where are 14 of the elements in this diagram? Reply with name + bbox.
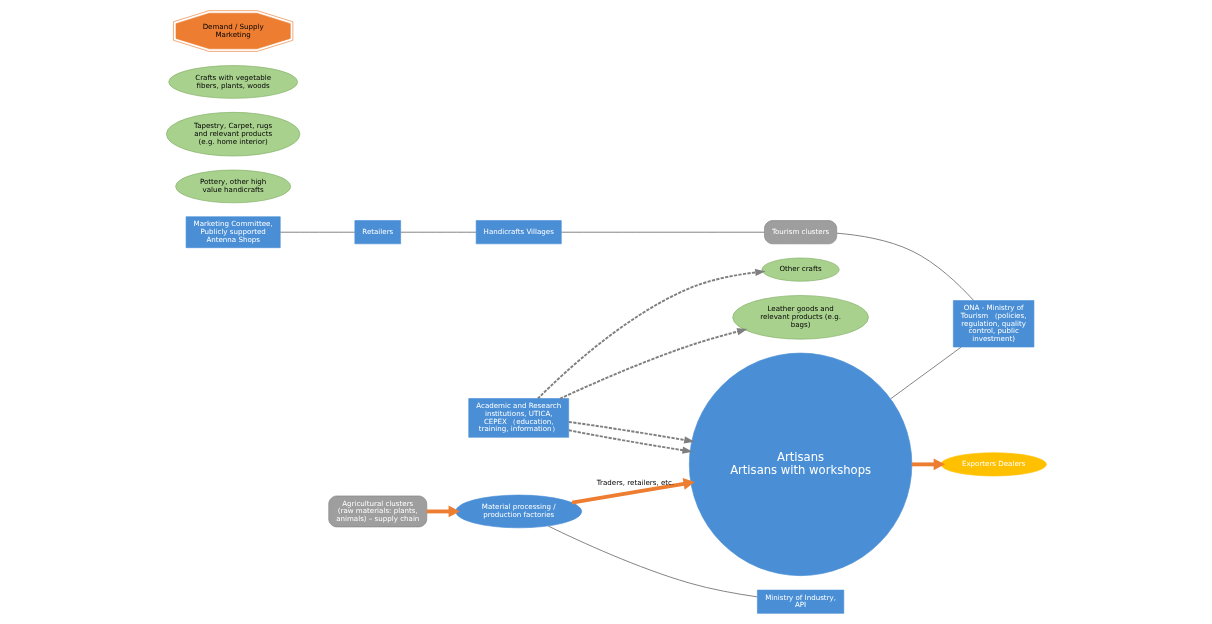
arrow (571, 478, 695, 505)
arrow (911, 458, 945, 471)
arrow (567, 429, 693, 454)
node-circle: Artisans Artisans with workshops (688, 352, 912, 576)
connector (547, 525, 758, 598)
connector (889, 346, 962, 400)
connector (279, 231, 355, 233)
arrow (426, 505, 460, 518)
connector (560, 231, 765, 233)
arrow (536, 268, 766, 400)
arrow (567, 421, 694, 444)
connector (399, 231, 476, 233)
connector (835, 232, 974, 301)
arrow (558, 328, 747, 400)
